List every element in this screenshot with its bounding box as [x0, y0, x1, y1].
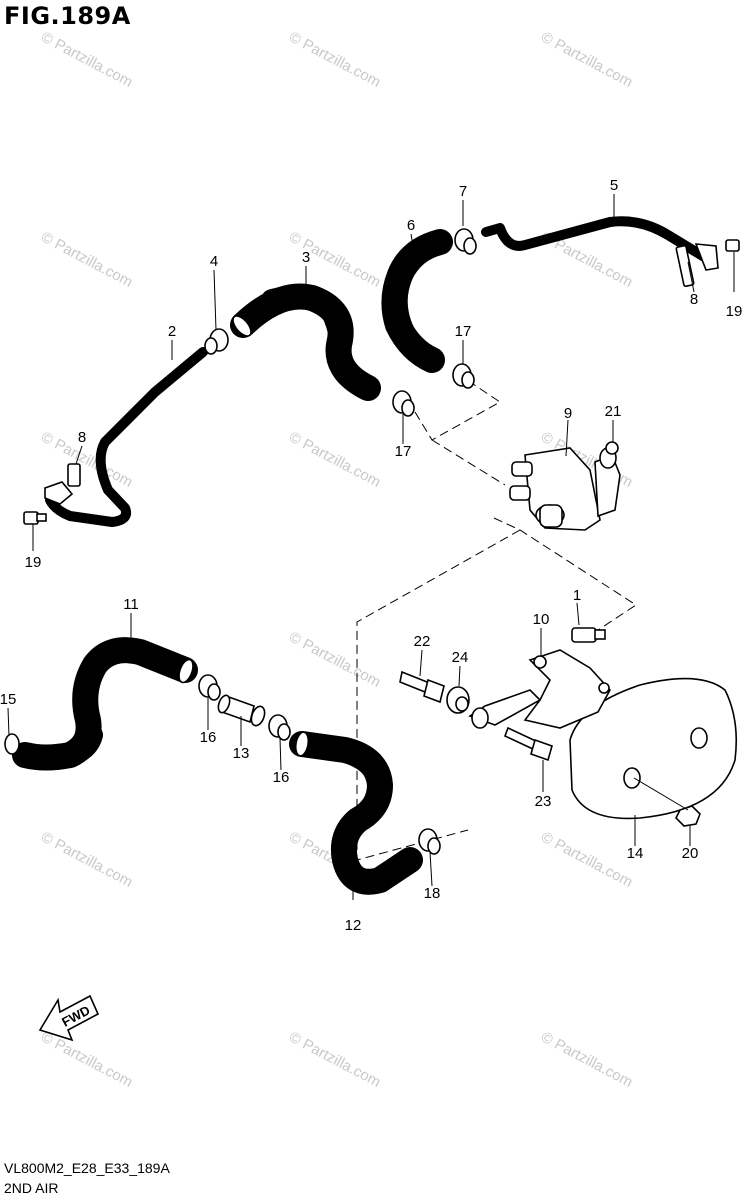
callout-16: 16: [200, 729, 217, 746]
clamp-part-16-left: [198, 674, 221, 701]
clamp-part-15: [4, 733, 20, 755]
watermark: © Partzilla.com: [38, 1029, 135, 1091]
watermark: © Partzilla.com: [38, 229, 135, 291]
watermark: © Partzilla.com: [286, 429, 383, 491]
watermark: © Partzilla.com: [286, 1029, 383, 1091]
watermark: © Partzilla.com: [538, 29, 635, 91]
callout-14: 14: [627, 845, 644, 862]
callout-8: 8: [690, 291, 698, 308]
figure-code: VL800M2_E28_E33_189A: [4, 1160, 170, 1176]
bracket-part-8: [67, 463, 81, 487]
nut-part-21: [605, 441, 619, 455]
callout-15: 15: [0, 691, 16, 708]
callout-3: 3: [302, 249, 310, 266]
grommet-part-24: [446, 686, 470, 714]
clamp-part-7: [454, 228, 477, 255]
joint-part-13: [217, 694, 266, 727]
watermark-layer: © Partzilla.com © Partzilla.com © Partzi…: [38, 29, 635, 1091]
callout-22: 22: [414, 633, 431, 650]
bolt-19-left: [23, 511, 47, 525]
callout-18: 18: [424, 885, 441, 902]
watermark: © Partzilla.com: [38, 829, 135, 891]
callout-6: 6: [407, 217, 415, 234]
callout-17: 17: [395, 443, 412, 460]
callout-16: 16: [273, 769, 290, 786]
clamp-part-17-lower: [392, 390, 415, 417]
figure-name: 2ND AIR: [4, 1180, 59, 1196]
bracket-part-8-right: [675, 244, 695, 288]
watermark: © Partzilla.com: [286, 629, 383, 691]
assembly-lines: [356, 371, 637, 861]
watermark: © Partzilla.com: [286, 229, 383, 291]
watermark: © Partzilla.com: [38, 29, 135, 91]
callout-17: 17: [455, 323, 472, 340]
callout-23: 23: [535, 793, 552, 810]
callout-21: 21: [605, 403, 622, 420]
callout-2: 2: [168, 323, 176, 340]
callout-4: 4: [210, 253, 218, 270]
watermark: © Partzilla.com: [538, 829, 635, 891]
callout-11: 11: [123, 596, 139, 613]
callout-20: 20: [682, 845, 699, 862]
callout-9: 9: [564, 405, 572, 422]
watermark: © Partzilla.com: [286, 29, 383, 91]
pipe-part-5: [481, 216, 740, 288]
plate-part: [468, 689, 542, 729]
bolt-part-23: [503, 726, 553, 762]
leader-lines: [7, 194, 735, 900]
bolt-19-right: [725, 239, 740, 252]
valve-part-9: [509, 441, 621, 531]
hose-part-11: [12, 637, 198, 771]
bracket-part-10: [523, 649, 611, 729]
case-part-14: [569, 677, 738, 820]
callout-19: 19: [25, 554, 42, 571]
callout-8: 8: [78, 429, 86, 446]
clamp-part-16-right: [268, 714, 291, 741]
fwd-arrow: FWD: [38, 994, 100, 1042]
watermark: © Partzilla.com: [38, 429, 135, 491]
callout-13: 13: [233, 745, 250, 762]
pipe-flange: [44, 481, 74, 505]
watermark: © Partzilla.com: [538, 1029, 635, 1091]
callout-10: 10: [533, 611, 550, 628]
hose-part-3: [230, 283, 381, 401]
callout-5: 5: [610, 177, 618, 194]
clamp-part-17-upper: [452, 363, 475, 389]
callout-12: 12: [345, 917, 362, 934]
hose-part-6: [381, 229, 453, 373]
pipe-part-2: [44, 347, 208, 527]
hose-part-12: [289, 731, 423, 895]
callout-19: 19: [726, 303, 743, 320]
callout-labels: 1 2 3 4 5 6 7 8 8 9 10 11 12 13 14 15 16…: [0, 177, 742, 934]
sensor-part-1: [571, 627, 606, 643]
clamp-part-18: [418, 828, 441, 855]
callout-24: 24: [452, 649, 469, 666]
figure-title: FIG.189A: [4, 2, 131, 30]
clamp-part-4: [204, 328, 229, 355]
callout-7: 7: [459, 183, 467, 200]
nut-part-20: [675, 805, 701, 827]
callout-1: 1: [573, 587, 581, 604]
bolt-part-22: [399, 670, 445, 704]
